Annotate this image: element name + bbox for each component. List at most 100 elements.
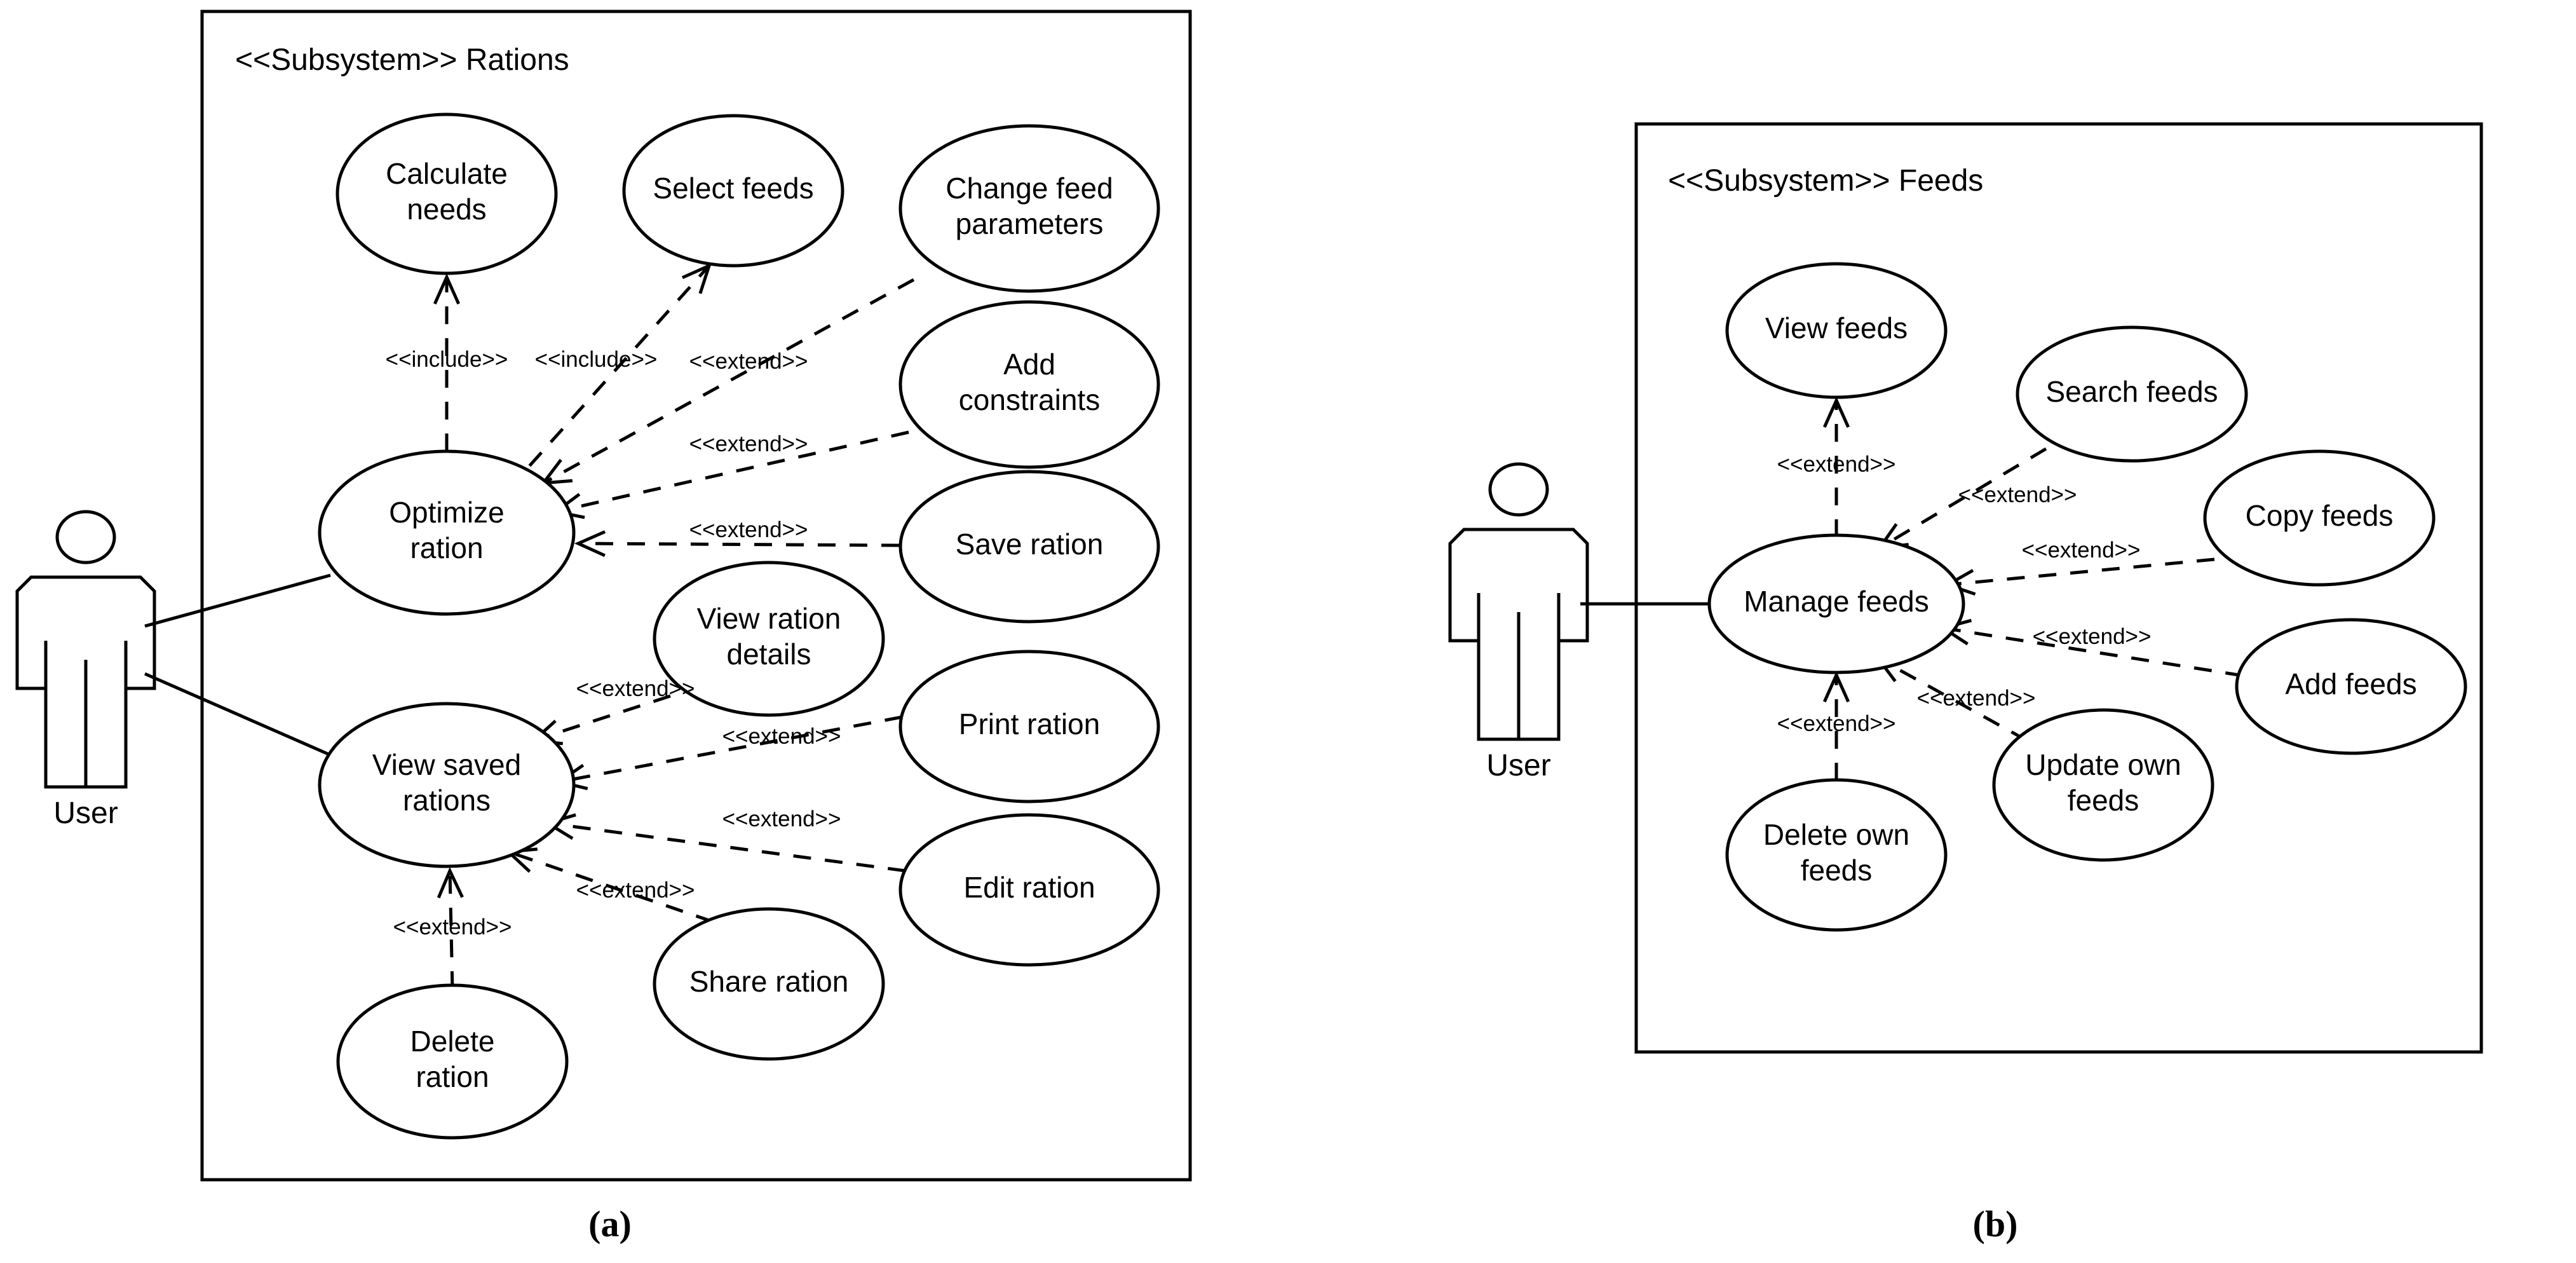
stereotype-label-rel-optimize-calculate: <<include>> bbox=[386, 347, 508, 372]
arrowhead-rel-save-optimize bbox=[574, 530, 606, 557]
usecase-label-manage-feeds: Manage feeds bbox=[1744, 585, 1929, 618]
usecase-ellipse-print-ration[interactable] bbox=[898, 650, 1160, 803]
usecase-ellipse-view-ration-details[interactable] bbox=[653, 561, 885, 717]
usecase-label-change-feed-params: parameters bbox=[956, 207, 1104, 240]
usecase-ellipse-view-saved-rations[interactable] bbox=[318, 702, 576, 868]
usecase-label-add-constraints: constraints bbox=[959, 383, 1100, 416]
usecase-select-feeds[interactable]: Select feeds bbox=[622, 114, 844, 268]
usecase-label-calculate-needs: Calculate bbox=[386, 157, 508, 190]
usecase-label-view-saved-rations: rations bbox=[403, 784, 491, 817]
association-lines-group bbox=[144, 573, 1709, 758]
actor-head-icon bbox=[55, 510, 116, 564]
usecase-ellipse-add-constraints[interactable] bbox=[898, 300, 1160, 469]
usecase-label-optimize-ration: ration bbox=[410, 531, 483, 564]
usecase-ellipse-manage-feeds[interactable] bbox=[1707, 533, 1965, 674]
relationship-rel-delete-viewsaved bbox=[448, 870, 454, 990]
usecase-ellipse-delete-own-feeds[interactable] bbox=[1725, 778, 1948, 932]
usecase-label-view-saved-rations: View saved bbox=[372, 748, 521, 781]
usecase-ellipse-change-feed-params[interactable] bbox=[898, 124, 1160, 293]
association-assoc-user-a-optimize bbox=[144, 573, 331, 628]
usecase-add-feeds[interactable]: Add feeds bbox=[2235, 618, 2467, 755]
usecase-ellipse-calculate-needs[interactable] bbox=[336, 113, 558, 275]
usecase-ellipse-view-feeds[interactable] bbox=[1725, 262, 1948, 399]
relationship-rel-add-constraints-optimize bbox=[555, 430, 909, 514]
relationship-rel-search-manage bbox=[1878, 447, 2047, 550]
stereotype-label-rel-viewdetails-viewsaved: <<extend>> bbox=[576, 676, 695, 701]
figure-caption-a: (a) bbox=[588, 1203, 632, 1245]
relationship-lines-group bbox=[433, 263, 2244, 990]
stereotype-label-rel-edit-viewsaved: <<extend>> bbox=[722, 807, 841, 831]
stereotype-label-rel-manage-viewfeeds: <<extend>> bbox=[1777, 452, 1896, 477]
usecase-label-save-ration: Save ration bbox=[956, 528, 1104, 561]
usecase-label-add-feeds: Add feeds bbox=[2285, 667, 2417, 700]
relationship-labels-group: <<include>><<include>><<extend>><<extend… bbox=[386, 347, 2152, 939]
usecase-ellipse-delete-ration[interactable] bbox=[336, 983, 569, 1140]
usecase-manage-feeds[interactable]: Manage feeds bbox=[1707, 533, 1965, 674]
usecase-label-view-feeds: View feeds bbox=[1765, 311, 1908, 345]
relationship-rel-print-viewsaved bbox=[559, 715, 903, 784]
usecase-label-update-own-feeds: feeds bbox=[2068, 784, 2139, 817]
usecase-ellipse-update-own-feeds[interactable] bbox=[1992, 708, 2214, 862]
usecase-label-edit-ration: Edit ration bbox=[963, 871, 1095, 904]
usecase-ellipse-select-feeds[interactable] bbox=[622, 114, 844, 268]
arrowhead-rel-manage-viewfeeds bbox=[1822, 396, 1850, 428]
figure-captions-group: (a)(b) bbox=[588, 1203, 2017, 1245]
stereotype-label-rel-copy-manage: <<extend>> bbox=[2022, 538, 2141, 563]
usecase-share-ration[interactable]: Share ration bbox=[653, 907, 885, 1061]
stereotype-label-rel-change-params-optimize: <<extend>> bbox=[689, 349, 808, 374]
usecase-ellipse-add-feeds[interactable] bbox=[2235, 618, 2467, 755]
usecase-label-add-constraints: Add bbox=[1003, 348, 1055, 381]
usecase-ellipse-search-feeds[interactable] bbox=[2016, 325, 2248, 463]
subsystem-title-rations: <<Subsystem>> Rations bbox=[235, 43, 569, 77]
usecase-label-delete-own-feeds: Delete own bbox=[1763, 818, 1909, 851]
stereotype-label-rel-delete-viewsaved: <<extend>> bbox=[393, 915, 512, 939]
usecase-ellipse-share-ration[interactable] bbox=[653, 907, 885, 1061]
arrowhead-rel-optimize-calculate bbox=[433, 273, 461, 305]
actor-body-icon bbox=[15, 575, 156, 789]
relationship-rel-save-optimize bbox=[578, 542, 900, 547]
usecase-label-print-ration: Print ration bbox=[959, 707, 1100, 741]
usecase-label-share-ration: Share ration bbox=[689, 965, 849, 998]
actor-head-icon bbox=[1488, 462, 1549, 517]
subsystem-boxes-group bbox=[200, 10, 2483, 1182]
usecase-ellipse-copy-feeds[interactable] bbox=[2203, 449, 2436, 587]
stereotype-label-rel-add-constraints-optimize: <<extend>> bbox=[689, 432, 808, 456]
actor-body-icon bbox=[1448, 528, 1589, 741]
usecase-ellipse-save-ration[interactable] bbox=[898, 470, 1160, 624]
subsystem-box-feeds bbox=[1634, 122, 2483, 1054]
usecase-label-select-feeds: Select feeds bbox=[653, 172, 813, 205]
actor-user-a: User bbox=[15, 510, 156, 830]
usecase-print-ration[interactable]: Print ration bbox=[898, 650, 1160, 803]
usecase-copy-feeds[interactable]: Copy feeds bbox=[2203, 449, 2436, 587]
usecase-label-delete-own-feeds: feeds bbox=[1801, 854, 1873, 887]
arrowhead-rel-change-params-optimize bbox=[539, 458, 573, 485]
relationship-rel-viewdetails-viewsaved bbox=[533, 694, 671, 742]
stereotype-label-rel-delete-manage: <<extend>> bbox=[1777, 711, 1896, 736]
usecase-ellipse-edit-ration[interactable] bbox=[898, 813, 1160, 967]
usecase-label-delete-ration: Delete bbox=[410, 1025, 495, 1058]
usecase-label-optimize-ration: Optimize bbox=[389, 496, 504, 529]
usecase-view-feeds[interactable]: View feeds bbox=[1725, 262, 1948, 399]
subsystem-box-rations bbox=[200, 10, 1192, 1182]
association-assoc-user-a-viewsaved bbox=[144, 672, 335, 758]
usecase-label-copy-feeds: Copy feeds bbox=[2246, 499, 2394, 532]
relationship-rel-update-manage bbox=[1876, 656, 2028, 742]
usecase-edit-ration[interactable]: Edit ration bbox=[898, 813, 1160, 967]
usecase-search-feeds[interactable]: Search feeds bbox=[2016, 325, 2248, 463]
usecase-ellipse-optimize-ration[interactable] bbox=[318, 449, 576, 616]
arrowhead-rel-delete-manage bbox=[1822, 671, 1850, 703]
usecase-save-ration[interactable]: Save ration bbox=[898, 470, 1160, 624]
usecase-label-change-feed-params: Change feed bbox=[946, 172, 1113, 205]
